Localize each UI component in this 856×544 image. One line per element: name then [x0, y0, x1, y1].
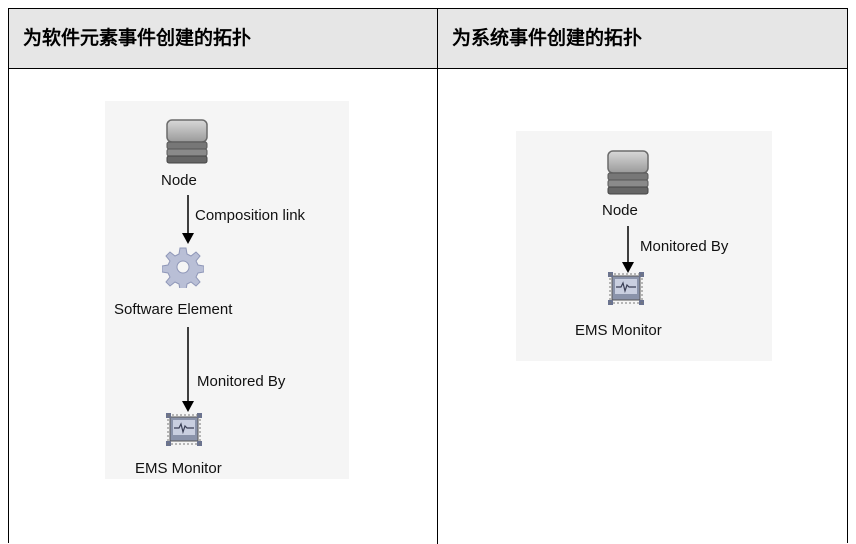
monitored-by-label-right: Monitored By [640, 238, 729, 255]
ems-monitor-label-right: EMS Monitor [575, 322, 662, 339]
node-label: Node [161, 172, 197, 189]
node-label: Node [602, 202, 638, 219]
monitored-by-label-left: Monitored By [197, 373, 286, 390]
table-header-row: 为软件元素事件创建的拓扑 为系统事件创建的拓扑 [9, 9, 847, 69]
gear-icon [162, 247, 204, 288]
monitored-by-arrow-right [622, 226, 634, 273]
software-element-label: Software Element [114, 301, 233, 318]
monitor-icon [608, 272, 644, 305]
server-stack-icon [607, 150, 649, 195]
composition-link-arrow [182, 195, 194, 244]
server-stack-icon [166, 119, 208, 164]
topology-table: 为软件元素事件创建的拓扑 为系统事件创建的拓扑 Node Composition… [8, 8, 848, 544]
monitored-by-arrow-left [182, 327, 194, 412]
ems-monitor-label-left: EMS Monitor [135, 460, 222, 477]
monitor-icon [166, 413, 202, 446]
header-software-element-topology: 为软件元素事件创建的拓扑 [23, 27, 252, 49]
header-system-event-topology: 为系统事件创建的拓扑 [452, 27, 643, 49]
column-divider [437, 9, 438, 544]
composition-link-label: Composition link [195, 207, 306, 224]
left-diagram-panel [105, 101, 349, 479]
